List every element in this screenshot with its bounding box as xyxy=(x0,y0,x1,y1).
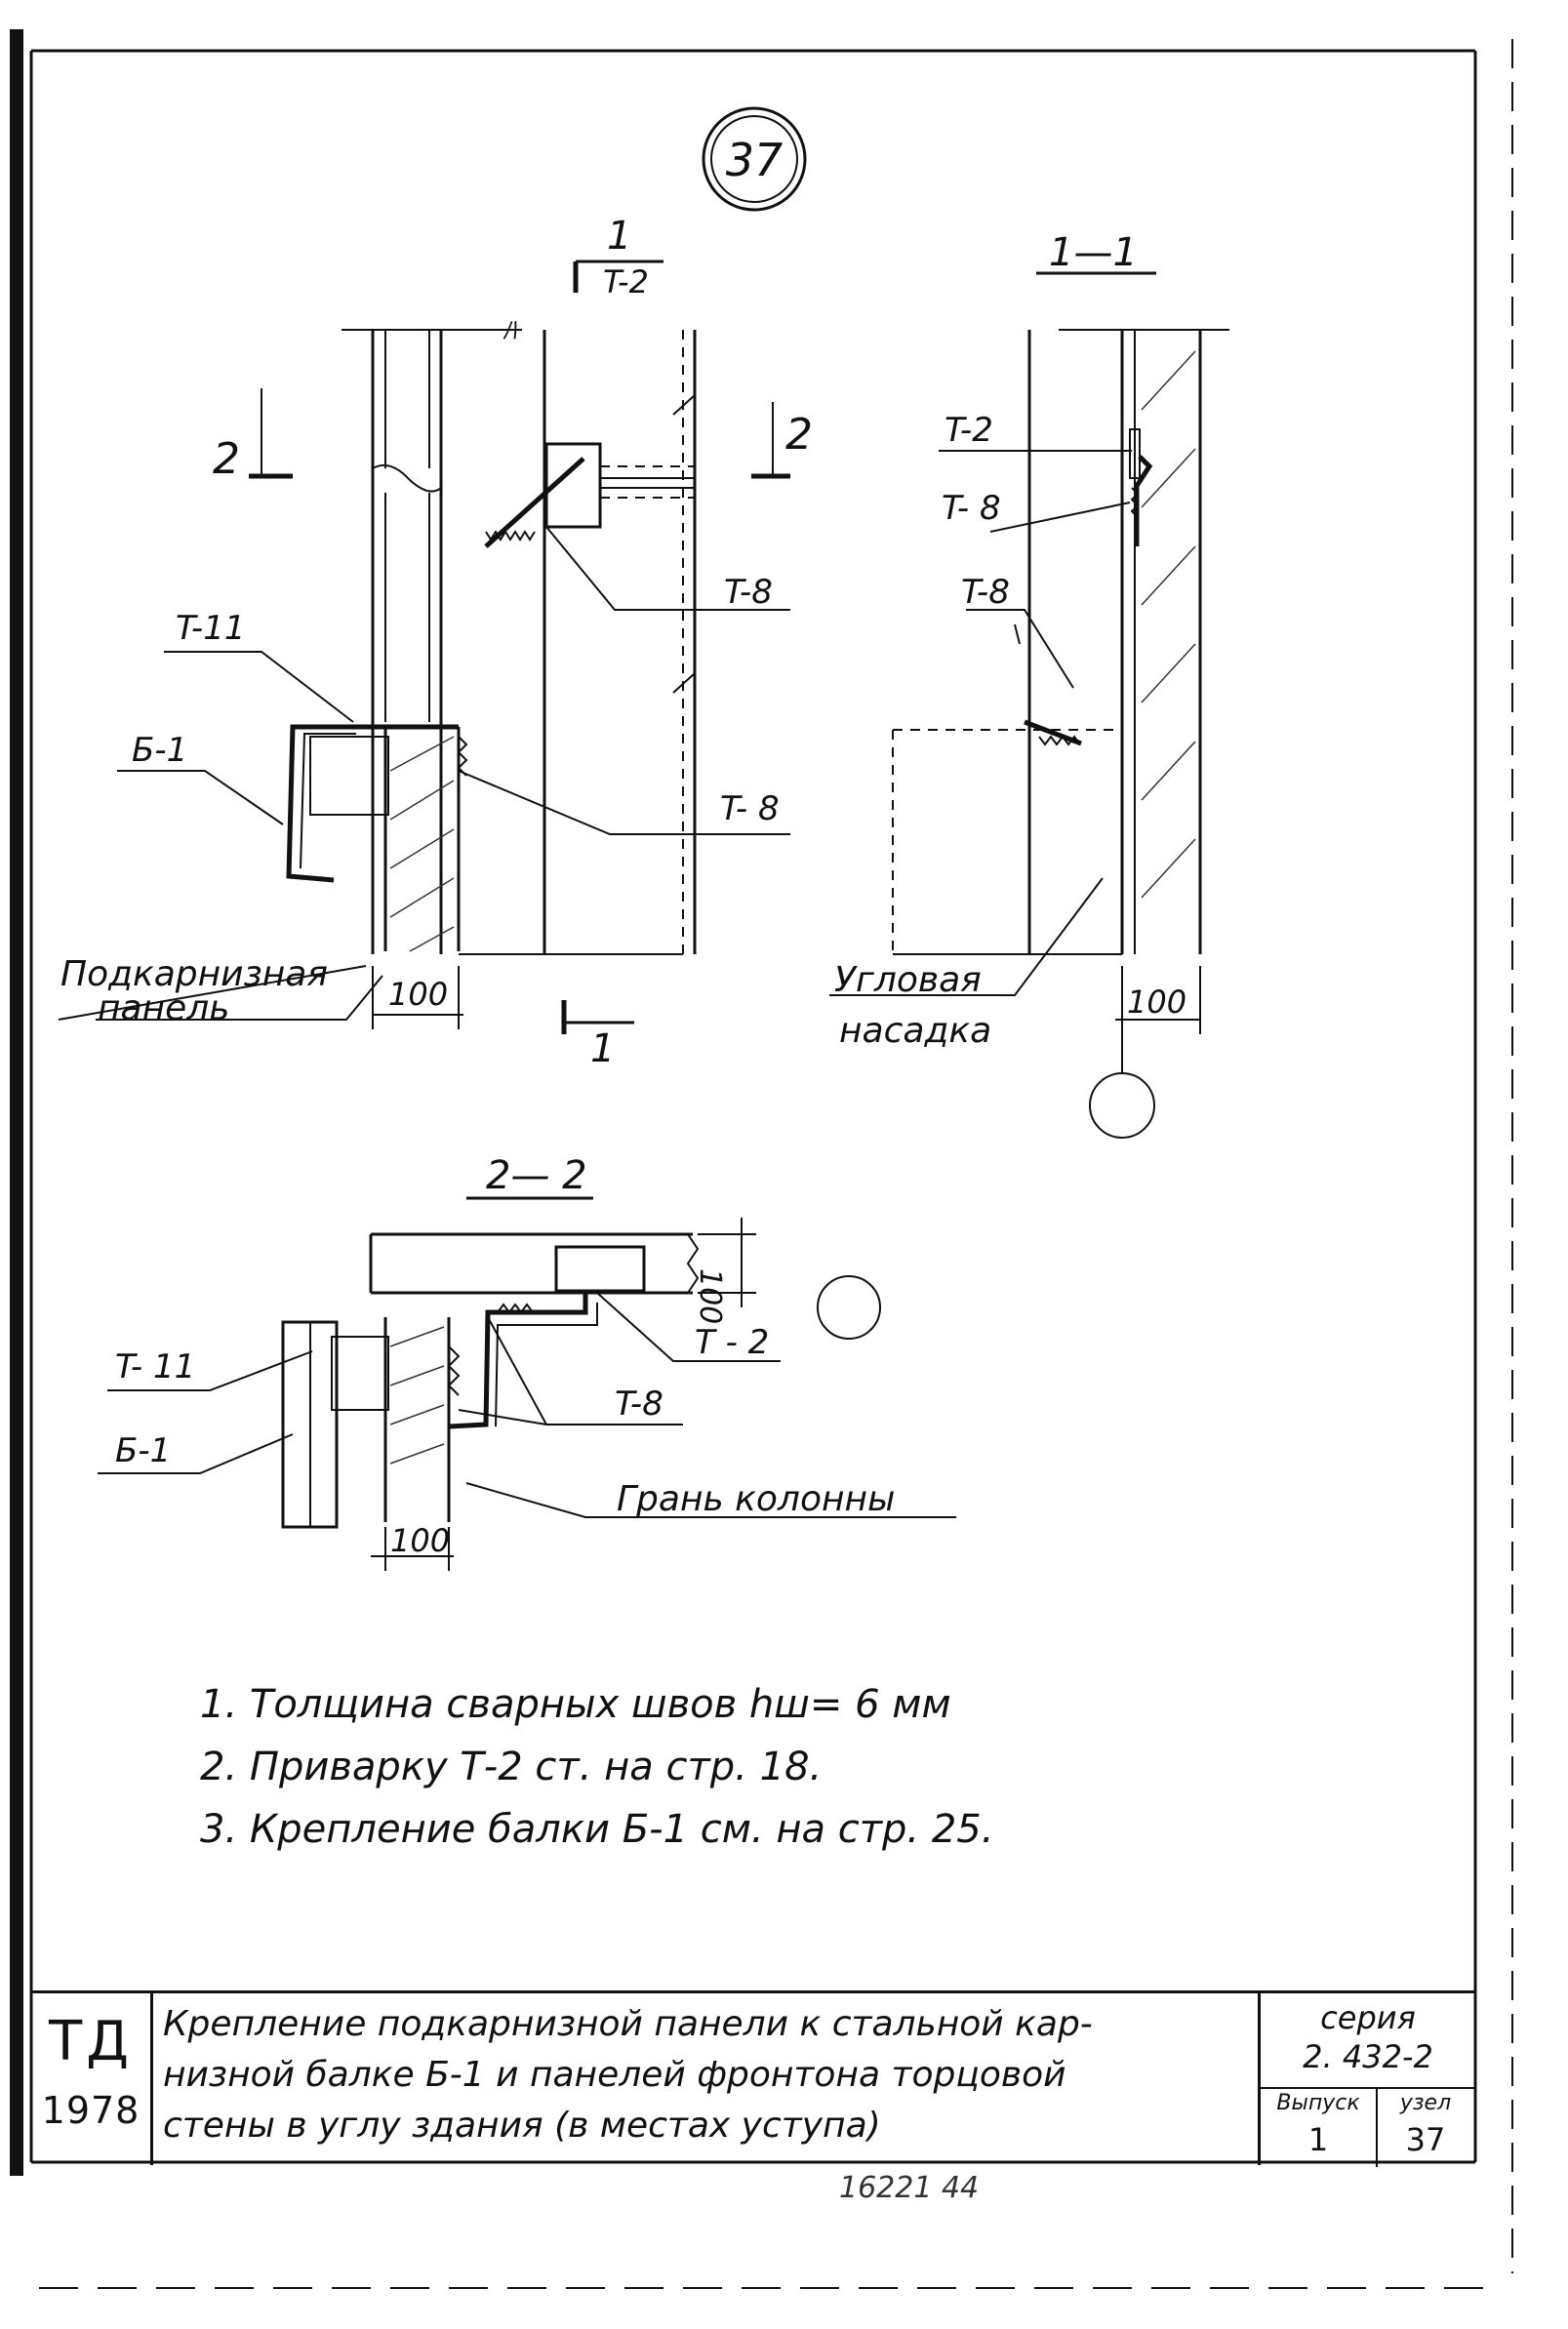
title-block: ТД 1978 Крепление подкарнизной панели к … xyxy=(31,1990,1475,2167)
dim-100-2-2-side: 100 xyxy=(693,1268,727,1324)
label-t8-lower: T- 8 xyxy=(720,789,780,828)
label-column-face: Грань колонны xyxy=(617,1479,895,1519)
title-line-3: стены в углу здания (в местах уступа) xyxy=(163,2106,881,2146)
node-cell: узел 37 xyxy=(1376,2089,1475,2167)
archive-number: 16221 44 xyxy=(839,2171,980,2205)
label-panel-2: панель xyxy=(98,988,230,1028)
label-b1: Б-1 xyxy=(132,731,187,770)
label-2-2-t8: T-8 xyxy=(615,1385,663,1424)
series-label: серия xyxy=(1320,1999,1416,2036)
section-mark-top: 1 xyxy=(607,214,631,259)
issue-label: Выпуск xyxy=(1276,2091,1360,2115)
drawing-title: Крепление подкарнизной панели к стальной… xyxy=(153,1993,1261,2165)
section-1-1-title: 1—1 xyxy=(1049,230,1138,275)
section-mark-bottom: 1 xyxy=(590,1026,615,1071)
cut-mark-right: 2 xyxy=(785,410,813,460)
note-1: 1. Толщина сварных швов hш= 6 мм xyxy=(200,1682,951,1727)
axis-bubble-2 xyxy=(817,1275,881,1340)
svg-text:ﾊ: ﾊ xyxy=(503,314,517,346)
label-2-2-t2: T - 2 xyxy=(695,1323,769,1362)
org-stamp: ТД 1978 xyxy=(31,1993,153,2165)
label-t8-upper: T-8 xyxy=(724,573,773,612)
label-corner-1: Угловая xyxy=(834,960,982,1000)
issue-cell: Выпуск 1 xyxy=(1261,2089,1378,2167)
org-code: ТД xyxy=(49,2010,133,2073)
notes-list: 1. Толщина сварных швов hш= 6 мм 2. Прив… xyxy=(200,1673,1322,1861)
section-2-2: 2— 2 T- 11 Б-1 T - 2 xyxy=(98,1153,956,1571)
cut-mark-left: 2 xyxy=(213,434,240,484)
binding-strip xyxy=(10,29,23,2176)
label-1-1-t2: T-2 xyxy=(945,411,993,450)
title-line-1: Крепление подкарнизной панели к стальной… xyxy=(163,2004,1093,2044)
dim-100-2-2-bottom: 100 xyxy=(390,1522,450,1559)
dim-100-1-1: 100 xyxy=(1127,984,1186,1021)
label-1-1-t8b: T-8 xyxy=(961,573,1010,612)
label-t11: T-11 xyxy=(176,609,245,648)
title-line-2: низной балке Б-1 и панелей фронтона торц… xyxy=(163,2055,1066,2095)
note-3: 3. Крепление балки Б-1 см. на стр. 25. xyxy=(200,1807,994,1852)
sheet-number: 37 xyxy=(726,134,784,186)
front-view: 1 T-2 ﾊ T-8 2 2 xyxy=(58,214,813,1071)
label-2-2-b1: Б-1 xyxy=(115,1431,171,1470)
year: 1978 xyxy=(41,2089,141,2132)
series-value: 2. 432-2 xyxy=(1303,2038,1433,2075)
sheet-number-circle: 37 xyxy=(702,106,807,212)
section-2-2-title: 2— 2 xyxy=(486,1153,587,1198)
node-label: узел xyxy=(1399,2091,1452,2115)
note-2: 2. Приварку Т-2 ст. на стр. 18. xyxy=(200,1745,823,1789)
section-ref-t2: T-2 xyxy=(603,263,649,301)
label-corner-2: насадка xyxy=(839,1011,991,1051)
label-2-2-t11: T- 11 xyxy=(115,1347,195,1386)
dim-100-front: 100 xyxy=(388,976,448,1013)
issue-value: 1 xyxy=(1307,2121,1329,2158)
series-box: серия 2. 432-2 Выпуск 1 узел 37 xyxy=(1261,1993,1475,2167)
node-value: 37 xyxy=(1405,2121,1446,2158)
label-1-1-t8a: T- 8 xyxy=(942,489,1001,528)
axis-bubble-1 xyxy=(1089,1072,1155,1139)
section-1-1: 1—1 T-2 T- 8 T-8 xyxy=(829,230,1229,1139)
label-panel-1: Подкарнизная xyxy=(60,954,328,994)
